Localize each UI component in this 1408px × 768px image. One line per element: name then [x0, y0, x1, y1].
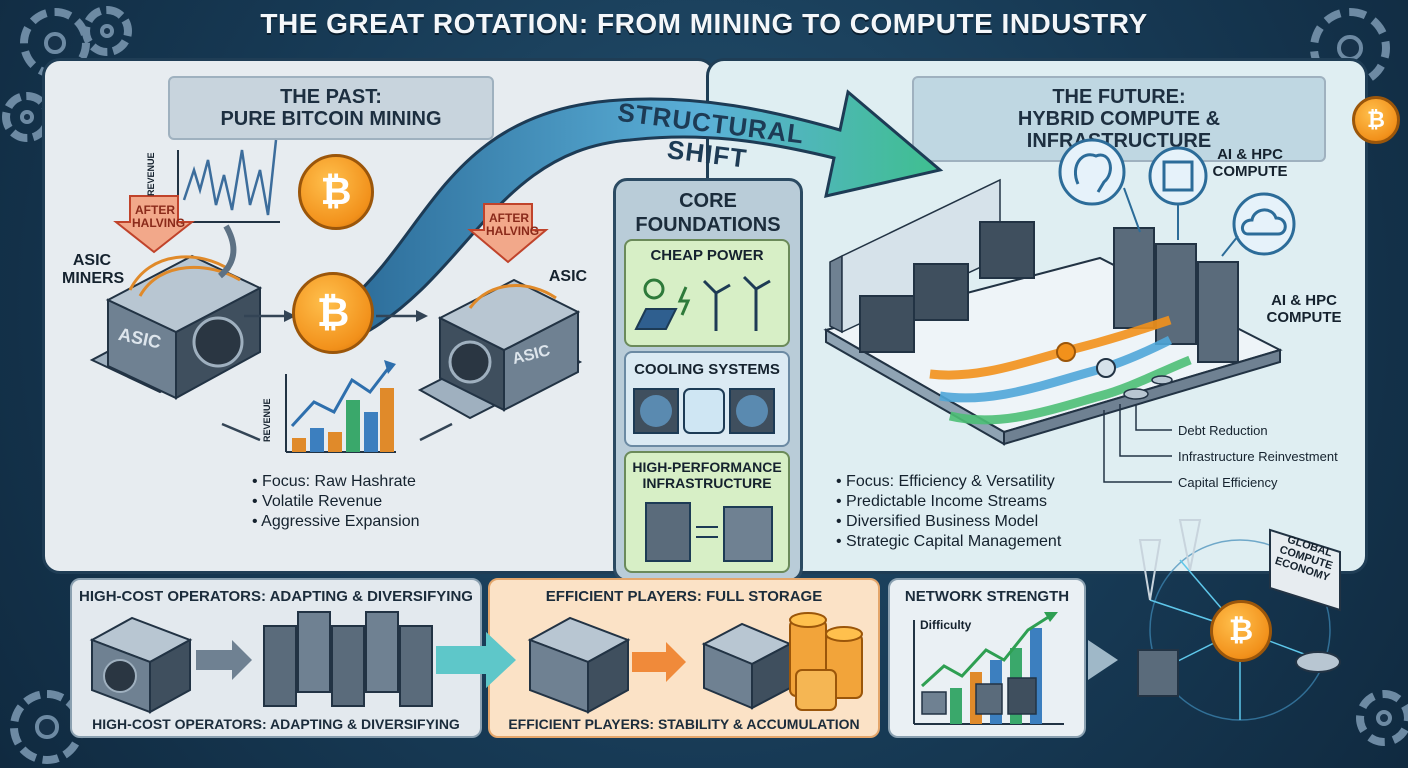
infrastructure-box: HIGH-PERFORMANCE INFRASTRUCTURE	[624, 451, 790, 573]
page-title: THE GREAT ROTATION: FROM MINING TO COMPU…	[260, 8, 1148, 39]
cooling-systems-box: COOLING SYSTEMS	[624, 351, 790, 447]
server-rack-icon	[645, 502, 773, 562]
core-foundations: CORE FOUNDATIONS CHEAP POWER COOLING SYS…	[613, 178, 803, 582]
brain-icon	[1058, 138, 1126, 206]
core-title-line1: CORE	[679, 190, 737, 212]
revenue-label-top: REVENUE	[146, 152, 156, 196]
network-strength-title: NETWORK STRENGTH	[904, 588, 1070, 605]
global-network	[1137, 519, 1341, 721]
bitcoin-coin-icon: ₿	[1210, 600, 1272, 662]
cheap-power-box: CHEAP POWER	[624, 239, 790, 347]
past-bullet: Volatile Revenue	[252, 492, 552, 512]
efficient-caption: EFFICIENT PLAYERS: STABILITY & ACCUMULAT…	[508, 716, 860, 732]
after-halving-label-right: AFTER HALVING	[486, 211, 540, 238]
asic-label: ASIC	[548, 268, 588, 285]
structural-shift-arrow	[348, 89, 944, 333]
volatile-revenue-line	[182, 139, 278, 216]
data-center-platform	[823, 178, 1283, 446]
efficient-title: EFFICIENT PLAYERS: FULL STORAGE	[545, 588, 823, 605]
cooling-systems-label: COOLING SYSTEMS	[634, 361, 780, 378]
outcome-debt-reduction: Debt Reduction	[1178, 423, 1268, 438]
growth-line	[290, 365, 392, 428]
gear-icon	[1356, 690, 1408, 746]
efficient-panel: EFFICIENT PLAYERS: FULL STORAGE EFFICIEN…	[488, 578, 880, 738]
bitcoin-coin-icon: ₿	[1352, 96, 1400, 144]
asic-miners-label: ASIC MINERS	[62, 252, 125, 287]
high-cost-caption: HIGH-COST OPERATORS: ADAPTING & DIVERSIF…	[92, 716, 460, 732]
outcome-capital-efficiency: Capital Efficiency	[1178, 475, 1278, 490]
network-strength-panel: NETWORK STRENGTH Difficulty	[888, 578, 1086, 738]
difficulty-label: Difficulty	[920, 618, 972, 632]
past-header-line1: THE PAST:	[280, 86, 382, 108]
future-bullets: Focus: Efficiency & Versatility Predicta…	[836, 472, 1126, 552]
after-halving-label-left: AFTER HALVING	[132, 203, 186, 230]
past-header-line2: PURE BITCOIN MINING	[220, 108, 442, 130]
asic-miner-right	[417, 278, 583, 420]
after-halving-arrow-right	[467, 203, 549, 264]
bitcoin-coin-icon: ₿	[292, 272, 374, 354]
renewable-energy-icon	[634, 275, 771, 331]
infrastructure-label: HIGH-PERFORMANCE INFRASTRUCTURE	[632, 459, 782, 491]
future-bullet: Diversified Business Model	[836, 512, 1126, 532]
past-bullets: Focus: Raw Hashrate Volatile Revenue Agg…	[252, 472, 552, 532]
future-bullet: Strategic Capital Management	[836, 532, 1126, 552]
chip-icon	[1148, 146, 1208, 206]
future-header-line1: THE FUTURE:	[1052, 86, 1186, 108]
gear-icon	[82, 6, 132, 56]
past-bullet: Focus: Raw Hashrate	[252, 472, 552, 492]
after-halving-arrow-left	[113, 195, 195, 254]
outcome-infrastructure-reinvestment: Infrastructure Reinvestment	[1178, 449, 1338, 464]
cooling-fan-icon	[633, 388, 775, 434]
revenue-label-bottom: REVENUE	[262, 398, 272, 442]
core-title-line2: FOUNDATIONS	[635, 214, 781, 236]
high-cost-panel: HIGH-COST OPERATORS: ADAPTING & DIVERSIF…	[70, 578, 482, 738]
cloud-icon	[1232, 192, 1296, 256]
future-bullet: Focus: Efficiency & Versatility	[836, 472, 1126, 492]
future-bullet: Predictable Income Streams	[836, 492, 1126, 512]
bitcoin-coin-icon: ₿	[298, 154, 374, 230]
cheap-power-label: CHEAP POWER	[650, 247, 764, 264]
past-bullet: Aggressive Expansion	[252, 512, 552, 532]
ai-hpc-label-side: AI & HPC COMPUTE	[1266, 292, 1342, 326]
high-cost-title: HIGH-COST OPERATORS: ADAPTING & DIVERSIF…	[79, 588, 473, 605]
past-header: THE PAST: PURE BITCOIN MINING	[168, 76, 494, 140]
ai-hpc-label-top: AI & HPC COMPUTE	[1212, 146, 1288, 180]
